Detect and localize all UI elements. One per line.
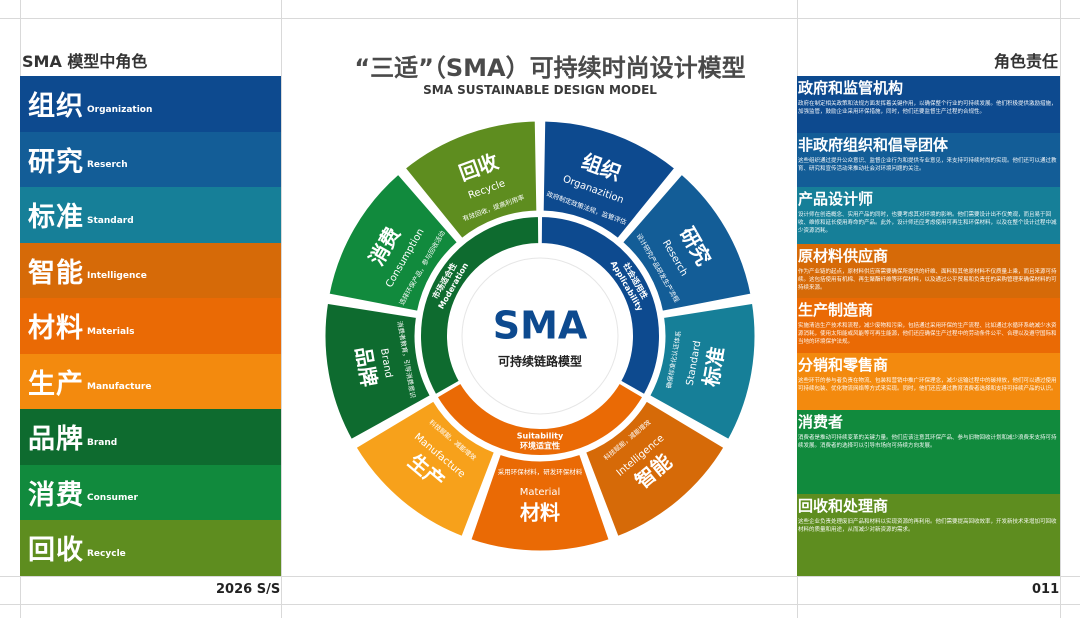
wheel-segment <box>646 300 758 443</box>
season-label: 2026 S/S <box>216 582 281 597</box>
right-column-title: 角色责任 <box>993 52 1058 71</box>
inner-ring-segment <box>435 381 645 458</box>
wheel-segment <box>582 397 728 540</box>
wheel-segment <box>619 170 754 315</box>
responsibility-item: 消费者消费者是推动可持续变革的关键力量。他们应该注意其环保产品、参与旧物回收计划… <box>797 410 1060 494</box>
grid-line <box>281 0 282 618</box>
wheel-segment <box>401 118 540 242</box>
page-subtitle: SMA SUSTAINABLE DESIGN MODEL <box>423 83 657 97</box>
grid-line <box>0 576 1080 577</box>
inner-ring-segment <box>539 214 661 397</box>
inner-ring-label: 环境适宜性 <box>520 441 560 451</box>
responsibilities-list: 政府和监管机构政府在制定相关政策和法规方面发挥着关键作用，以确保整个行业的可持续… <box>797 76 1060 576</box>
page-number: 011 <box>1032 582 1060 597</box>
sma-wheel-diagram: 组织Organazition政府制定政策法规，监管评估研究Reserch设计研究… <box>322 118 758 554</box>
responsibility-item: 回收和处理商这些企业负责处理废旧产品和材料以实现资源的再利用。他们需要提高回收效… <box>797 494 1060 576</box>
wheel-segment <box>322 300 434 443</box>
responsibility-item: 非政府组织和倡导团体这些组织通过提升公众意识、监督企业行为和提供专业意见，来支持… <box>797 133 1060 187</box>
segment-subtitle: Brand <box>378 348 394 379</box>
responsibility-item: 原材料供应商作为产业链的起点，原材料供应商需要确保所提供的纤维、面料和其他原材料… <box>797 244 1060 298</box>
page-title: “三适”（SMA）可持续时尚设计模型 <box>354 54 746 82</box>
segment-description: 采用环保材料，研发环保材料 <box>498 467 583 476</box>
wheel-segment <box>467 451 613 554</box>
left-column-title: SMA 模型中角色 <box>22 52 148 71</box>
inner-ring-label-en: Suitability <box>517 432 564 441</box>
grid-line <box>1060 0 1061 618</box>
responsibility-item: 分销和零售商这些环节的参与者负责在物流、包装和营销中推广环保理念，减少运输过程中… <box>797 353 1060 410</box>
segment-title: 材料 <box>520 501 560 525</box>
center-inner-circle <box>461 257 619 415</box>
wheel-segment <box>326 170 461 315</box>
responsibility-item: 政府和监管机构政府在制定相关政策和法规方面发挥着关键作用，以确保整个行业的可持续… <box>797 76 1060 133</box>
wheel-segment <box>352 397 498 540</box>
center-caption: 可持续链路模型 <box>498 354 582 369</box>
segment-subtitle: Material <box>520 487 561 498</box>
grid-line <box>0 604 1080 605</box>
responsibility-item: 产品设计师设计师在创造概念、实用产品的同时，也要考虑其对环境的影响。他们需要设计… <box>797 187 1060 244</box>
wheel-segment <box>540 118 679 242</box>
responsibility-item: 生产制造商实施清洁生产技术和流程，减少废物和污染，包括通过采用环保的生产流程、比… <box>797 298 1060 353</box>
center-logo-text: SMA <box>493 304 588 348</box>
grid-line <box>0 18 1080 19</box>
inner-ring-segment <box>419 214 541 397</box>
